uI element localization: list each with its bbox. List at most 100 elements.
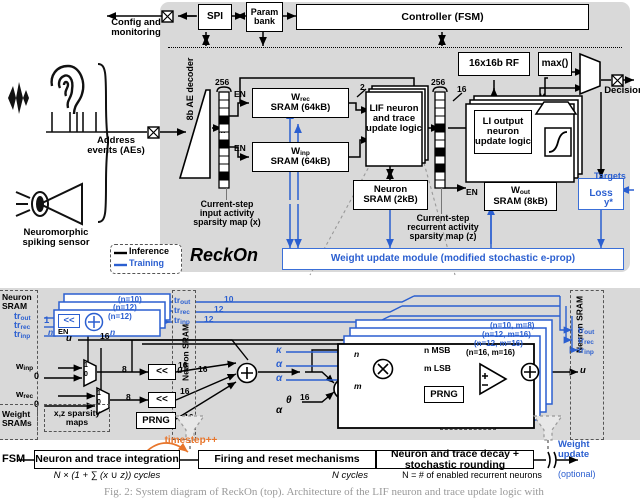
trace-params-3: (n=12) (108, 312, 132, 321)
alpha-label-3: α (276, 405, 283, 416)
fsm-stage-1-sub: N × (1 + ∑ (x ∪ z)) cycles (53, 470, 161, 481)
tr-inp-label-mid: trinp (174, 315, 190, 326)
shift-block-inp: << (148, 364, 176, 380)
xz-sparsity-label: x,z sparsity maps (53, 408, 101, 427)
prng-block-right: PRNG (424, 386, 464, 403)
y-star-label: y* (604, 197, 613, 208)
bus-width-16: 16 (457, 84, 467, 94)
fsm-label: FSM (2, 453, 26, 465)
zero-inp: 0 (34, 371, 40, 381)
tr-rec-label-right: trrec (578, 335, 594, 346)
weight-srams-label: Weight SRAMs (2, 409, 32, 428)
u-width-16: 16 (100, 331, 110, 341)
bus-width-2: 2 (360, 82, 365, 92)
weight-srams-region (0, 404, 38, 440)
alpha-label-2: α (276, 373, 283, 384)
kappa-label: κ (276, 345, 282, 356)
w-inp-label: winp (16, 361, 34, 372)
bus-width-256-left: 256 (215, 77, 230, 87)
neuron-sram-left-label: Neuron SRAM (2, 292, 32, 311)
sparsity-ellipsis-left: ... (218, 125, 226, 135)
rf-block[interactable]: 16x16b RF (458, 52, 530, 76)
decay-params-4: (n=16, m=16) (466, 348, 515, 357)
optional-label: (optional) (558, 469, 596, 479)
mux-inp-sel0: 0 (84, 371, 88, 378)
figure-caption: Fig. 2: System diagram of ReckOn (top). … (104, 486, 544, 498)
decay-params-3: (n=12, m=16) (474, 339, 523, 348)
recurrent-sparsity-leader (441, 188, 443, 214)
prng-block-left: PRNG (136, 412, 176, 429)
spi-block[interactable]: SPI (198, 4, 232, 30)
neuromorphic-sensor-label: Neuromorphic spiking sensor (22, 227, 90, 248)
trace-width-10: 10 (224, 294, 234, 304)
u-label-right: u (580, 365, 586, 376)
n-msb-label: n MSB (424, 345, 451, 355)
tr-inp-label-left: trinp (14, 329, 31, 340)
u-width-16-mid: 16 (198, 364, 208, 374)
trace-n-left: n (48, 327, 54, 337)
loss-block[interactable]: Loss (578, 178, 624, 210)
trace-params-1: (n=10) (118, 295, 142, 304)
fsm-stage-1: Neuron and trace integration (34, 450, 180, 469)
recurrent-sparsity-map-label: Current-step recurrent activity sparsity… (407, 213, 479, 242)
width-16-inp: 16 (178, 360, 188, 370)
chip-divider-dotted (168, 47, 622, 48)
w-rec-label: wrec (16, 389, 34, 400)
alpha-label-1: α (276, 359, 283, 370)
m-lsb-label: m LSB (424, 363, 451, 373)
sensor-bracket (96, 62, 110, 224)
decay-params-1: (n=10, m=8) (490, 321, 535, 330)
width-8-inp: 8 (122, 364, 127, 374)
li-output-logic-block[interactable]: LI output neuron update logic (474, 110, 532, 154)
trace-params-2: (n=12) (113, 303, 137, 312)
mux-rec-sel0: 0 (97, 399, 101, 406)
decay-n-label: n (354, 349, 360, 359)
fsm-stage-2: Firing and reset mechanisms (198, 450, 376, 469)
tr-rec-label-left: trrec (14, 320, 31, 331)
input-sparsity-leader (226, 188, 228, 200)
targets-label: Targets (594, 171, 626, 181)
legend-inference-label: Inference (129, 246, 170, 256)
audio-waveform-icon (6, 80, 46, 116)
trace-en-label: EN (58, 327, 69, 336)
decay-m-label: m (354, 381, 362, 391)
address-events-label: Address events (AEs) (87, 135, 145, 156)
legend-box (110, 244, 182, 274)
eye-icon (14, 180, 88, 228)
chip-name-label: ReckOn (189, 245, 259, 265)
trace-n-right: n (110, 327, 116, 337)
en-label-wout: EN (466, 187, 478, 197)
legend-training-label: Training (129, 258, 165, 268)
weight-update-module-block[interactable]: Weight update module (modified stochasti… (282, 248, 624, 270)
en-label-winp: EN (234, 143, 246, 153)
u-label-left: u (66, 333, 72, 344)
fsm-stage-2-sub: N cycles (332, 470, 368, 481)
bus-width-256-right: 256 (431, 77, 446, 87)
max-block[interactable]: max() (538, 52, 572, 76)
en-label-wrec: EN (234, 89, 246, 99)
tr-out-label-right: trout (578, 325, 595, 336)
decision-label: Decision (604, 85, 640, 96)
spike-train-icon (46, 108, 104, 134)
lif-update-logic-label: LIF neuron and trace update logic (366, 103, 422, 134)
controller-fsm-block[interactable]: Controller (FSM) (296, 4, 589, 30)
ae-decoder-label: 8b AE decoder (185, 57, 195, 121)
mux-inp-sel1: 1 (84, 362, 88, 369)
width-8-rec: 8 (126, 392, 131, 402)
theta-width-16: 16 (300, 392, 310, 402)
neuron-sram-right-region (570, 290, 604, 440)
tr-out-label-mid: trout (174, 295, 191, 306)
timestep-label: timestep++ (164, 435, 218, 446)
fsm-stage-3-sub: N = # of enabled recurrent neurons (402, 470, 542, 480)
shift-block-rec: << (148, 392, 176, 408)
tr-rec-label-mid: trrec (174, 305, 190, 316)
fsm-stage-3: Neuron and trace decay + stochastic roun… (376, 448, 534, 470)
u-label-mid: u (177, 365, 183, 375)
